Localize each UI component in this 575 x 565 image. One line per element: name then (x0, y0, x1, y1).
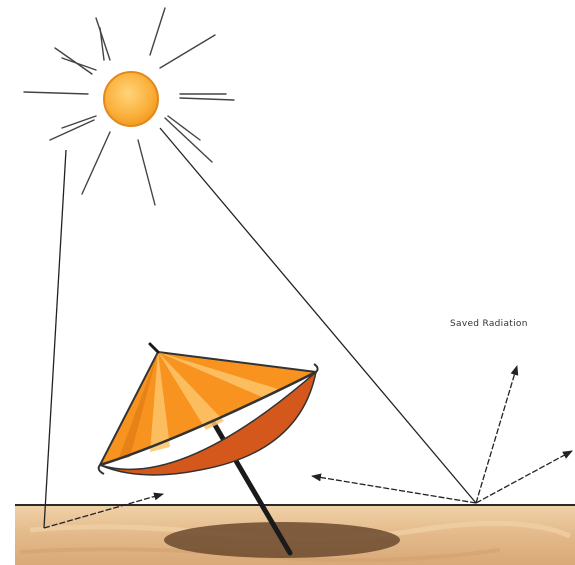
direct-ray-right (160, 128, 476, 503)
direct-ray-left (44, 150, 66, 528)
sun-icon (24, 8, 234, 205)
saved-radiation-label: Saved Radiation (450, 319, 528, 329)
arrow-left (312, 476, 476, 503)
arrow-up-2 (476, 451, 572, 503)
arrow-up-1 (476, 366, 517, 503)
